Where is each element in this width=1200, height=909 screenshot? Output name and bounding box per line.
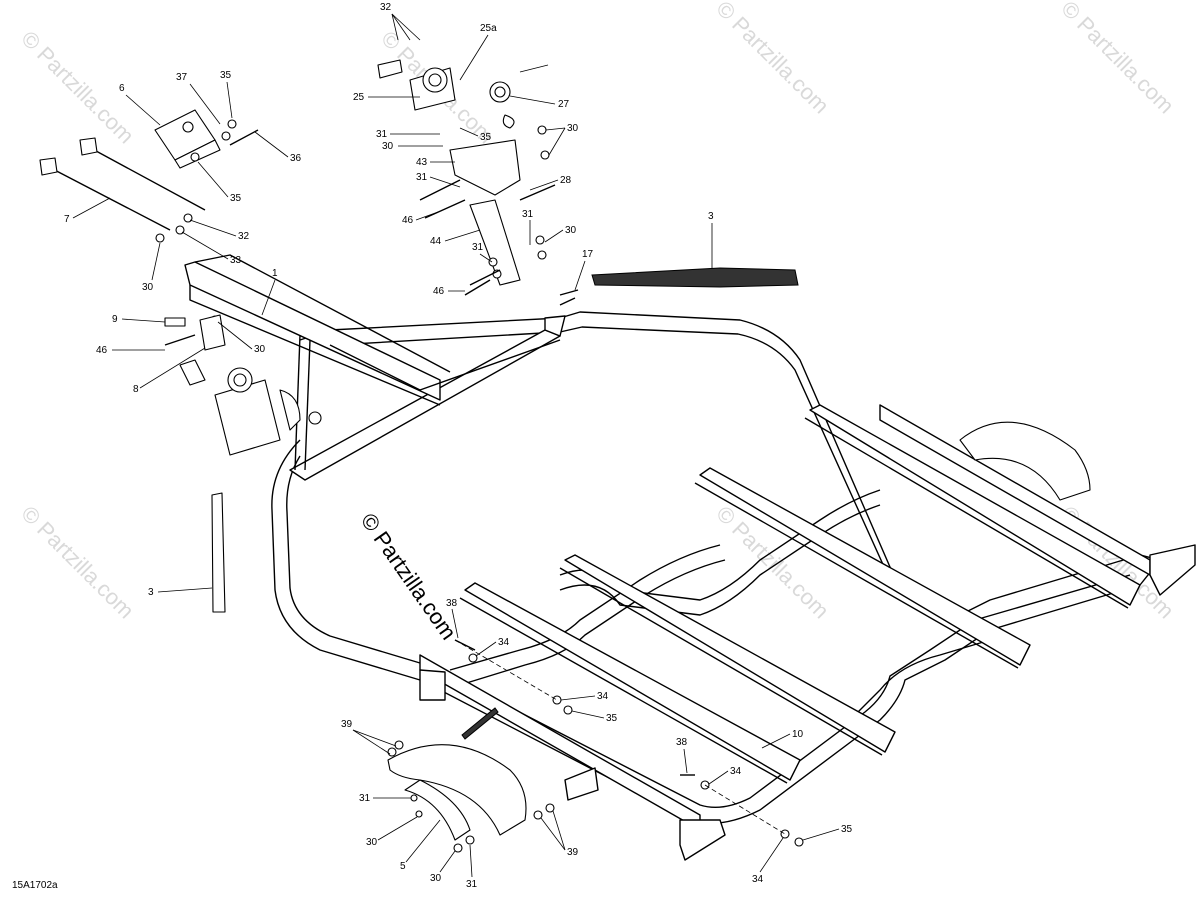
callout-7: 7 — [64, 214, 70, 225]
callout-28: 28 — [560, 175, 572, 186]
callout-17: 17 — [582, 249, 594, 260]
hitch-coupler — [154, 109, 221, 169]
callout-46: 46 — [96, 345, 108, 356]
callout-30: 30 — [366, 837, 378, 848]
callout-30: 30 — [565, 225, 577, 236]
callout-34: 34 — [730, 766, 742, 777]
callout-35: 35 — [606, 713, 618, 724]
callout-33: 33 — [230, 255, 242, 266]
callout-38: 38 — [446, 598, 458, 609]
hardware-bits — [155, 119, 804, 853]
callout-31: 31 — [466, 879, 478, 890]
callout-27: 27 — [558, 99, 570, 110]
bunk-boards — [459, 404, 1141, 784]
trailer-frame — [184, 254, 1196, 861]
callout-30: 30 — [567, 123, 579, 134]
watermark-text: © Partzilla.com — [711, 501, 834, 624]
callout-31: 31 — [376, 129, 388, 140]
watermark-text: © Partzilla.com — [711, 0, 834, 118]
callout-30: 30 — [254, 344, 266, 355]
callout-30: 30 — [382, 141, 394, 152]
callout-30: 30 — [142, 282, 154, 293]
reflector-strips — [211, 267, 799, 613]
callout-35: 35 — [841, 824, 853, 835]
callout-43: 43 — [416, 157, 428, 168]
safety-chains — [39, 137, 206, 231]
callout-39: 39 — [341, 719, 353, 730]
fenders — [387, 421, 1091, 841]
callout-44: 44 — [430, 236, 442, 247]
callouts: 32 25a 25 27 31 35 30 30 43 31 28 46 44 … — [64, 2, 853, 890]
callout-46: 46 — [433, 286, 445, 297]
callout-35: 35 — [220, 70, 232, 81]
callout-32: 32 — [238, 231, 250, 242]
callout-35: 35 — [230, 193, 242, 204]
callout-35: 35 — [480, 132, 492, 143]
callout-25: 25 — [353, 92, 365, 103]
callout-3: 3 — [148, 587, 154, 598]
callout-25a: 25a — [480, 23, 497, 34]
callout-38: 38 — [676, 737, 688, 748]
callout-36: 36 — [290, 153, 302, 164]
callout-9: 9 — [112, 314, 118, 325]
upper-winch-exploded — [377, 59, 549, 286]
callout-10: 10 — [792, 729, 804, 740]
callout-30: 30 — [430, 873, 442, 884]
callout-31: 31 — [472, 242, 484, 253]
callout-39: 39 — [567, 847, 579, 858]
watermark-text: © Partzilla.com — [16, 501, 139, 624]
callout-6: 6 — [119, 83, 125, 94]
center-watermark: © Partzilla.com — [356, 509, 462, 645]
diagram-code: 15A1702a — [12, 880, 58, 891]
callout-32: 32 — [380, 2, 392, 13]
callout-3: 3 — [708, 211, 714, 222]
callout-46: 46 — [402, 215, 414, 226]
callout-34: 34 — [752, 874, 764, 885]
callout-8: 8 — [133, 384, 139, 395]
callout-31: 31 — [416, 172, 428, 183]
callout-34: 34 — [597, 691, 609, 702]
callout-31: 31 — [522, 209, 534, 220]
callout-34: 34 — [498, 637, 510, 648]
watermark-text: © Partzilla.com — [1056, 0, 1179, 118]
watermark-layer: © Partzilla.com © Partzilla.com © Partzi… — [16, 0, 1179, 623]
winch-assembly — [179, 359, 322, 456]
callout-5: 5 — [400, 861, 406, 872]
callout-1: 1 — [272, 268, 278, 279]
callout-37: 37 — [176, 72, 188, 83]
callout-31: 31 — [359, 793, 371, 804]
